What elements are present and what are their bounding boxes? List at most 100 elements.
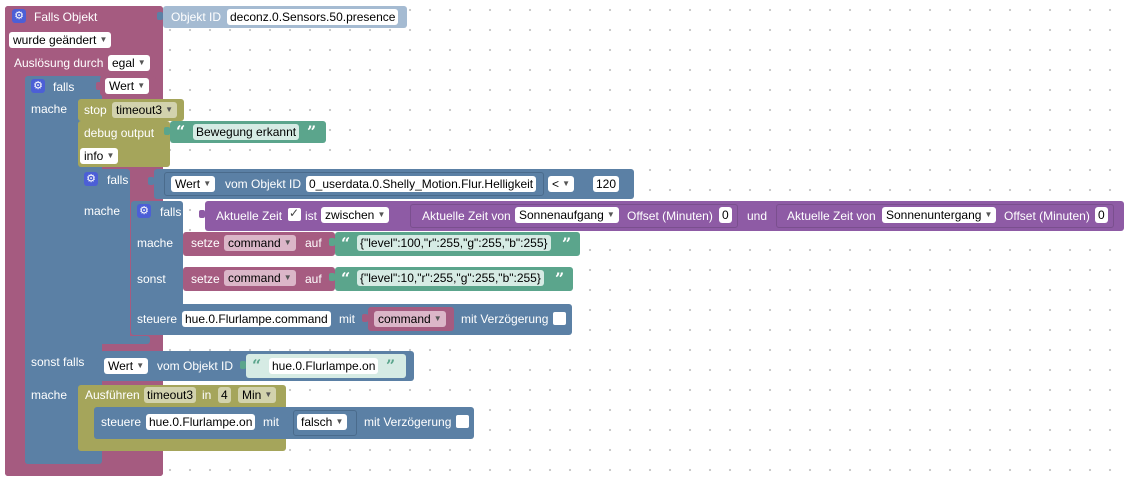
debug-level-value: info xyxy=(84,149,104,163)
gear-icon[interactable]: ⚙ xyxy=(84,172,98,186)
operator-value: < xyxy=(552,177,560,191)
elseif-vom-objekt-label: vom Objekt ID xyxy=(157,359,234,373)
if3-mache-label: mache xyxy=(137,236,174,250)
zwischen-value: zwischen xyxy=(325,208,375,222)
operator-dropdown[interactable]: <▼ xyxy=(548,176,575,192)
sunset-dropdown[interactable]: Sonnenuntergang▼ xyxy=(882,207,997,223)
setze2-label: setze xyxy=(191,272,220,286)
number-field[interactable]: 120 xyxy=(593,176,620,192)
input-connector xyxy=(329,238,335,246)
elseif-object-field[interactable]: hue.0.Flurlampe.on xyxy=(269,358,379,374)
chevron-down-icon: ▼ xyxy=(264,390,273,399)
timeout-label: Ausführen xyxy=(85,388,140,402)
input-connector xyxy=(584,179,590,187)
trigger-dropdown[interactable]: egal▼ xyxy=(108,55,150,71)
input-connector xyxy=(287,417,293,425)
quote-open-icon: “ xyxy=(341,234,351,253)
if1-condition-value: Wert xyxy=(109,79,135,93)
chevron-down-icon: ▼ xyxy=(335,417,344,426)
offset-1-field[interactable]: 0 xyxy=(719,207,732,223)
steuere2-label: steuere xyxy=(101,415,142,429)
quote-close-icon: ” xyxy=(386,356,396,375)
chevron-down-icon: ▼ xyxy=(283,238,292,247)
if3-falls-label: falls xyxy=(160,205,182,219)
input-connector xyxy=(157,12,163,20)
if2-value: Wert xyxy=(175,177,201,191)
elseif-value-dropdown[interactable]: Wert▼ xyxy=(104,358,149,374)
change-mode-dropdown[interactable]: wurde geändert▼ xyxy=(9,32,112,48)
quote-close-icon: ” xyxy=(555,269,565,288)
zeit-von-1-label: Aktuelle Zeit von xyxy=(422,209,511,223)
input-connector xyxy=(148,177,154,185)
json1-field[interactable]: {"level":100,"r":255,"g":255,"b":255} xyxy=(357,235,551,251)
if-block-1-bottom xyxy=(25,452,100,464)
if-block-2-bottom xyxy=(78,336,150,344)
quote-open-icon: “ xyxy=(252,356,262,375)
chevron-down-icon: ▼ xyxy=(283,273,292,282)
var1-dropdown[interactable]: command▼ xyxy=(224,235,296,251)
if-block-2[interactable] xyxy=(78,169,130,343)
gear-icon[interactable]: ⚙ xyxy=(31,79,45,93)
gear-icon[interactable]: ⚙ xyxy=(137,204,151,218)
chevron-down-icon: ▼ xyxy=(433,314,442,323)
quote-open-icon: “ xyxy=(176,122,186,141)
stop-timeout-dropdown[interactable]: timeout3▼ xyxy=(112,102,178,118)
sunrise-dropdown[interactable]: Sonnenaufgang▼ xyxy=(515,207,619,223)
quote-close-icon: ” xyxy=(307,122,317,141)
object-id-field[interactable]: deconz.0.Sensors.50.presence xyxy=(227,9,399,25)
debug-label: debug output xyxy=(84,126,155,140)
if1-mache2-label: mache xyxy=(31,388,68,402)
if1-condition-dropdown[interactable]: Wert▼ xyxy=(105,78,150,94)
var2-dropdown[interactable]: command▼ xyxy=(224,270,296,286)
und-label: und xyxy=(747,209,768,223)
auf2-label: auf xyxy=(305,272,322,286)
chevron-down-icon: ▼ xyxy=(136,361,145,370)
json2-field[interactable]: {"level":10,"r":255,"g":255,"b":255} xyxy=(357,270,544,286)
quote-open-icon: “ xyxy=(341,269,351,288)
timeout-amount-field[interactable]: 4 xyxy=(218,387,231,403)
steuere1-object-field[interactable]: hue.0.Flurlampe.command xyxy=(182,311,331,327)
event-block-bottom xyxy=(5,466,163,476)
zwischen-dropdown[interactable]: zwischen▼ xyxy=(321,207,390,223)
trigger-label: Auslösung durch xyxy=(14,56,104,70)
timeout-unit-value: Min xyxy=(242,388,262,402)
chevron-down-icon: ▼ xyxy=(984,210,993,219)
steuere1-var-value: command xyxy=(378,312,431,326)
timeout-unit-dropdown[interactable]: Min▼ xyxy=(238,387,277,403)
steuere2-delay-label: mit Verzögerung xyxy=(364,415,452,429)
input-connector xyxy=(96,358,102,366)
chevron-down-icon: ▼ xyxy=(606,210,615,219)
quote-close-icon: ” xyxy=(562,234,572,253)
input-connector xyxy=(362,314,368,322)
if2-object-field[interactable]: 0_userdata.0.Shelly_Motion.Flur.Helligke… xyxy=(306,176,537,192)
if2-value-dropdown[interactable]: Wert▼ xyxy=(171,176,216,192)
steuere2-delay-checkbox[interactable] xyxy=(456,415,469,428)
steuere2-value-dropdown[interactable]: falsch▼ xyxy=(297,414,348,430)
chevron-down-icon: ▼ xyxy=(165,105,174,114)
steuere2-mit-label: mit xyxy=(263,415,279,429)
trigger-value: egal xyxy=(112,56,135,70)
debug-text-field[interactable]: Bewegung erkannt xyxy=(193,124,300,140)
input-connector xyxy=(199,210,205,218)
steuere1-delay-checkbox[interactable] xyxy=(553,312,566,325)
if1-sonst-falls-label-overlay: sonst falls xyxy=(31,355,85,369)
debug-level-dropdown[interactable]: info▼ xyxy=(80,148,119,164)
timeout-name-field[interactable]: timeout3 xyxy=(144,387,197,403)
input-connector xyxy=(164,127,170,135)
time-checkbox[interactable] xyxy=(288,206,301,221)
event-title: Falls Objekt xyxy=(34,10,98,24)
input-connector xyxy=(240,361,246,369)
steuere2-object-field[interactable]: hue.0.Flurlampe.on xyxy=(146,414,256,430)
offset-1-label: Offset (Minuten) xyxy=(627,209,713,223)
stop-timeout-value: timeout3 xyxy=(116,103,163,117)
steuere1-var-dropdown[interactable]: command▼ xyxy=(374,311,446,327)
input-connector xyxy=(770,210,776,218)
offset-2-label: Offset (Minuten) xyxy=(1004,209,1090,223)
input-connector xyxy=(404,210,410,218)
elseif-row xyxy=(25,348,102,376)
gear-icon[interactable]: ⚙ xyxy=(12,9,26,23)
auf1-label: auf xyxy=(305,236,322,250)
chevron-down-icon: ▼ xyxy=(377,210,386,219)
offset-2-field[interactable]: 0 xyxy=(1095,207,1108,223)
chevron-down-icon: ▼ xyxy=(99,35,108,44)
